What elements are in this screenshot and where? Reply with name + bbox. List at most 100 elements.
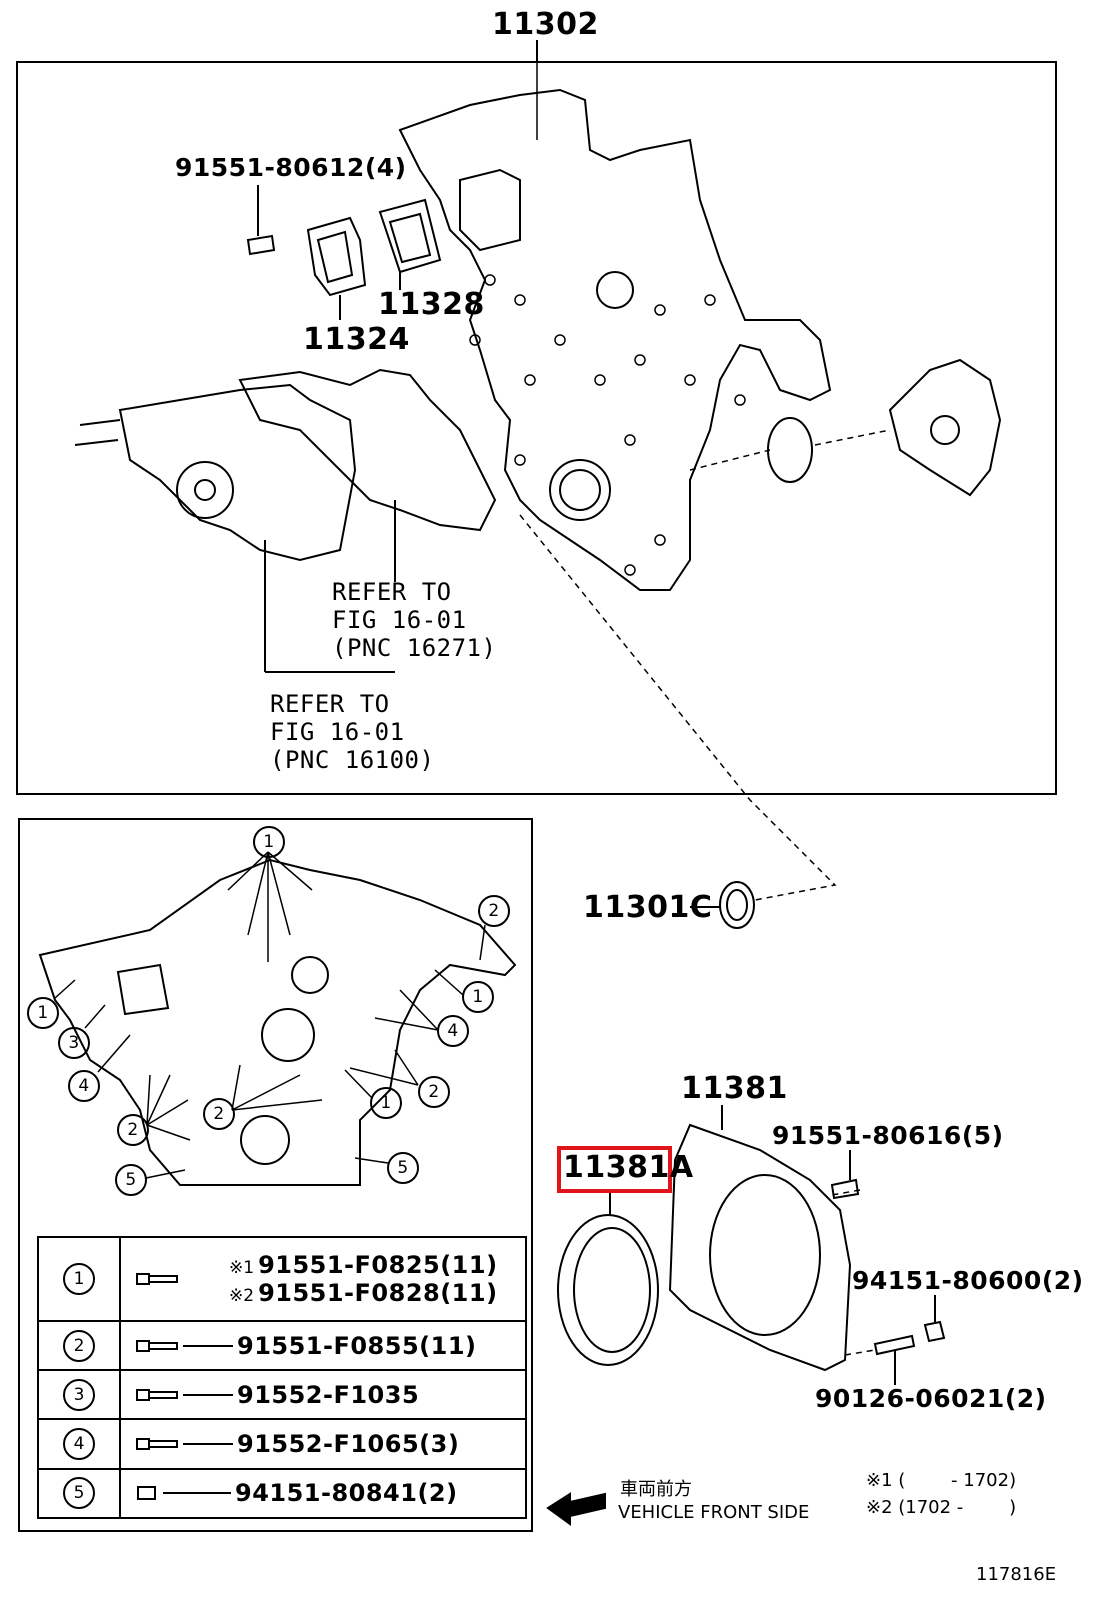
flange-bolt-icon [136,1438,178,1451]
bolt-position-leaders [54,851,486,1179]
refer-line: FIG 16-01 [332,606,467,634]
pump-bolt-1 [79,419,121,426]
legend-part-cell: 91551-F0855(11) [119,1319,527,1372]
flange-bolt-icon [136,1388,178,1401]
refer-line: FIG 16-01 [270,718,405,746]
rear-oil-seal-11381a-inner [573,1227,651,1353]
flange-bolt-icon [136,1339,178,1352]
callout-11381: 11381 [681,1071,788,1106]
pump-gasket [238,368,497,532]
applicability-note-2: ※2 (1702 - ) [866,1497,1017,1518]
circle-label-2: 2 [478,895,510,927]
pump-bolt-2 [74,439,119,446]
refer-note-16271: REFER TO FIG 16-01 (PNC 16271) [332,578,496,662]
refer-line: REFER TO [332,578,452,606]
water-pump-body [118,383,357,562]
vehicle-front-arrow-icon [546,1492,606,1526]
refer-line: (PNC 16271) [332,634,497,662]
rear-oil-seal-11381a [557,1214,659,1366]
legend-part-number: 91551-F0825(11) [258,1251,498,1279]
gasket-11328-inner [388,212,432,264]
callout-91551-80612: 91551-80612(4) [175,153,407,182]
callout-11328: 11328 [378,287,485,322]
crank-boss-inner [559,469,601,511]
legend-number: 1 [63,1263,95,1295]
legend-part-cell: 94151-80841(2) [119,1467,527,1520]
bolt-80616 [830,1178,860,1200]
year-mark: ※1 [229,1258,255,1278]
callout-11324: 11324 [303,322,410,357]
legend-part-cell: 91552-F1065(3) [119,1418,527,1470]
legend-row: 5 94151-80841(2) [37,1467,527,1520]
callout-94151-80600: 94151-80600(2) [852,1266,1084,1295]
legend-number: 4 [63,1428,95,1461]
vehicle-front-jp: 車両前方 [620,1479,692,1500]
dashed-guides [519,429,891,901]
gasket-11328 [378,198,442,274]
pump-pulley [176,461,234,519]
bolt-position-window [116,963,170,1016]
stud-06021 [873,1334,916,1356]
circle-label-5: 5 [115,1164,147,1196]
nut-icon [137,1486,156,1501]
legend-num-cell: 2 [37,1319,121,1372]
oil-pump-cover [888,358,1002,497]
cover-boss [596,271,634,309]
rear-dashed-guides [831,1189,876,1356]
cover-bolt-holes [469,274,746,576]
bolt-position-boss2 [291,956,329,994]
bolt-position-boss [261,1008,315,1062]
legend-num-cell: 4 [37,1418,121,1470]
bolt-80612 [246,234,276,256]
legend-number: 5 [63,1477,95,1510]
oil-pump-cover-boss [930,415,960,445]
legend-part-cell: 91552-F1035 [119,1369,527,1421]
oil-pump-rotor [767,417,813,483]
seal-retainer-11381 [668,1123,852,1372]
circle-label-1: 1 [253,826,285,858]
legend-number: 3 [63,1378,95,1411]
leader-line [183,1443,233,1446]
pump-pulley-hub [194,479,216,501]
circle-label-2: 2 [117,1114,149,1146]
leader-line [163,1492,231,1495]
lower-left-frame [18,818,533,1532]
figure-id: 117816E [976,1564,1057,1585]
assembly-title: 11302 [492,7,599,42]
callout-11381a: 11381A [563,1150,694,1185]
gasket-11324-inner [316,230,354,284]
circle-label-4: 4 [437,1015,469,1047]
legend-row: 2 91551-F0855(11) [37,1319,527,1372]
timing-cover-inner [459,168,521,252]
bolt-position-cover [38,858,517,1186]
seal-retainer-bore [709,1174,821,1336]
circle-label-4: 4 [68,1070,100,1102]
crank-boss [549,459,611,521]
gasket-11324 [306,216,367,297]
year-mark: ※2 [229,1286,255,1306]
vehicle-front-en: VEHICLE FRONT SIDE [618,1502,810,1523]
legend-part-number: 91551-F0855(11) [237,1331,477,1360]
legend-num-cell: 3 [37,1369,121,1421]
circle-label-1: 1 [27,997,59,1029]
leader-line [183,1393,233,1396]
legend-part-number: 91552-F1065(3) [237,1430,460,1459]
legend-num-cell: 1 [37,1236,121,1322]
circle-label-5: 5 [387,1152,419,1184]
leader-line [183,1344,233,1347]
circle-label-1: 1 [370,1087,402,1119]
legend-number: 2 [63,1329,95,1362]
legend-part-number: 91551-F0828(11) [258,1279,498,1307]
callout-11301c: 11301C [583,890,713,925]
circle-label-2: 2 [418,1076,450,1108]
legend-row: 3 91552-F1035 [37,1369,527,1421]
callout-90126-06021: 90126-06021(2) [815,1384,1047,1413]
callout-91551-80616: 91551-80616(5) [772,1121,1004,1150]
timing-cover-outline [398,88,832,591]
highlight-11381a [557,1146,672,1193]
applicability-note-1: ※1 ( - 1702) [866,1470,1017,1491]
